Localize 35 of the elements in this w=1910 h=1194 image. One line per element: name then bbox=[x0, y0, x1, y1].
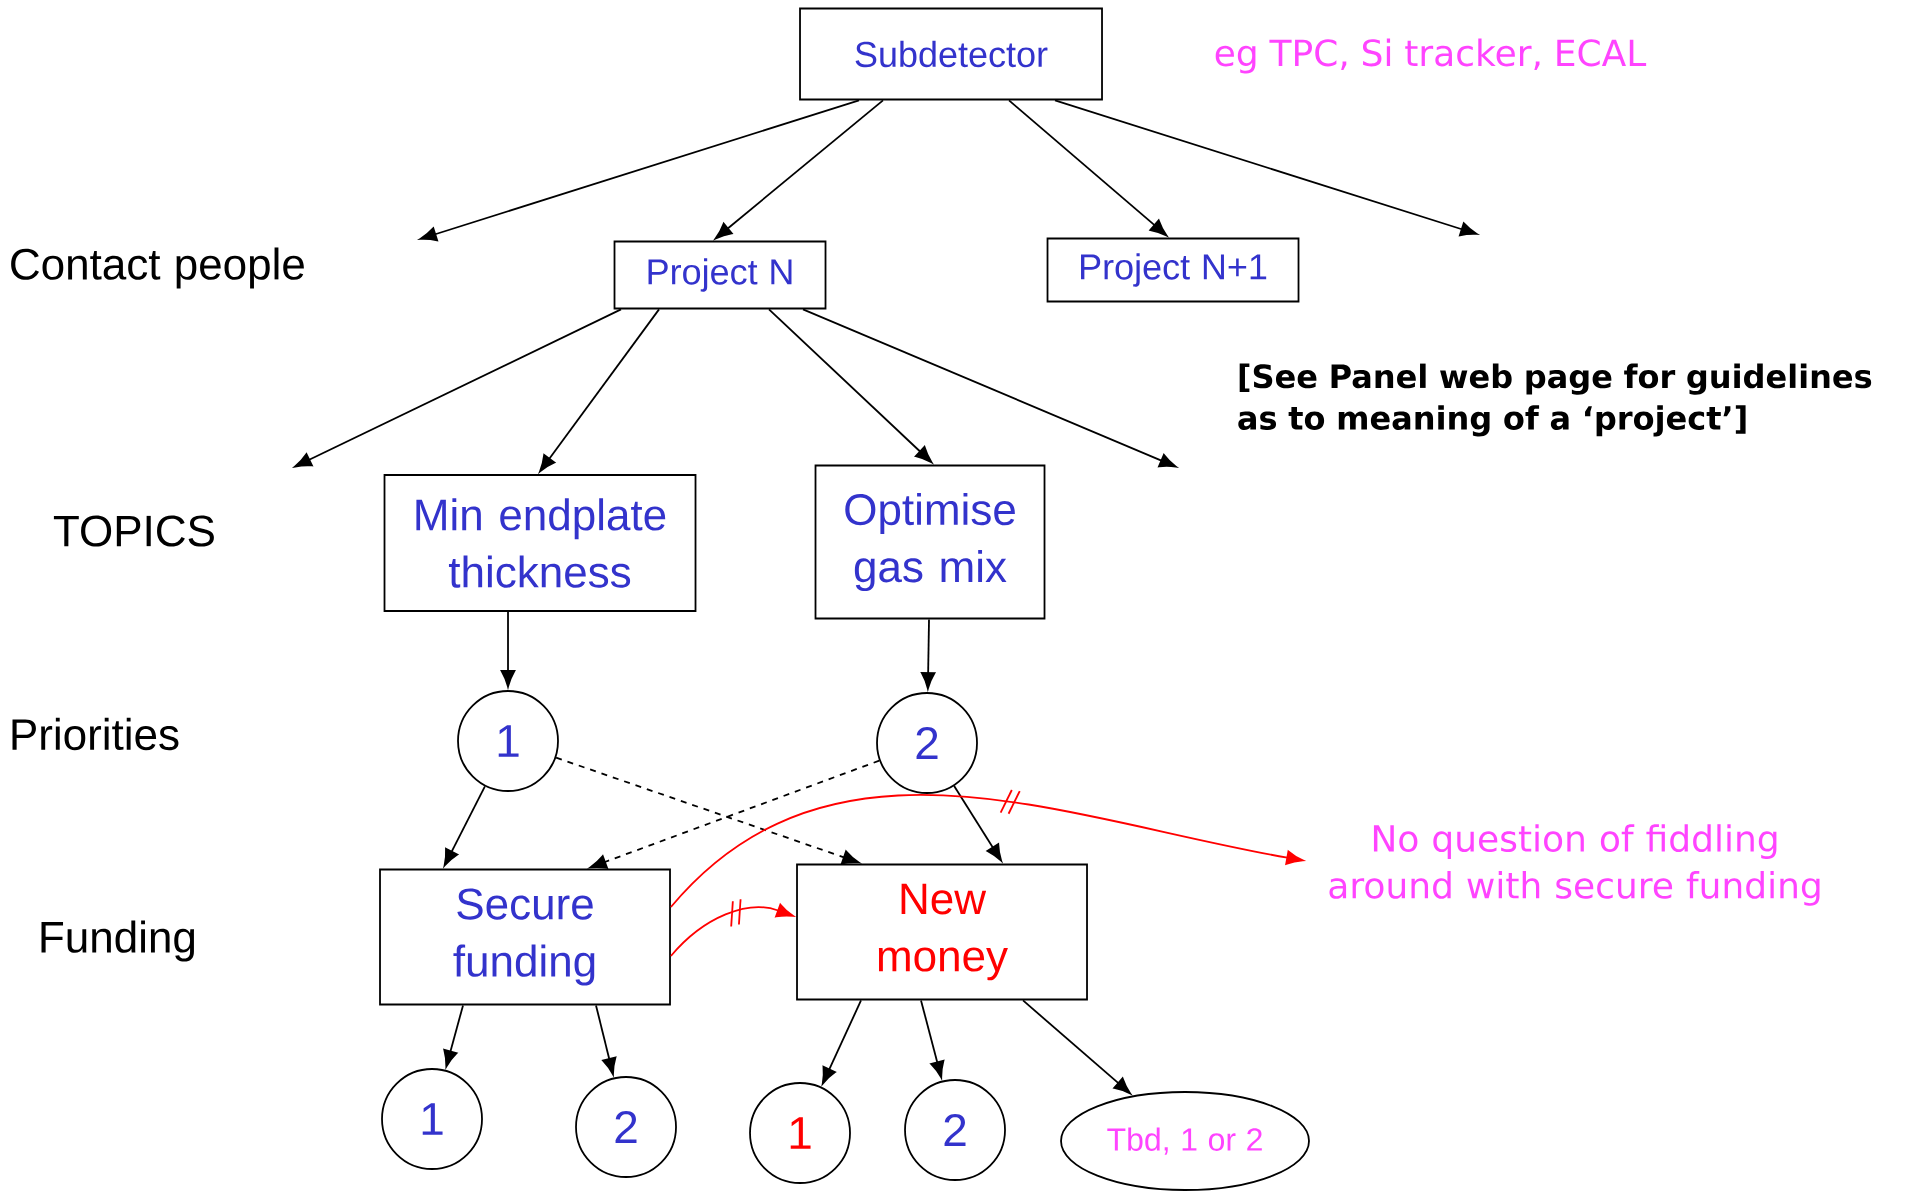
funding-box: New money bbox=[796, 863, 1088, 1001]
arrow bbox=[539, 308, 660, 473]
row-label: Priorities bbox=[12, 717, 179, 751]
arrow bbox=[443, 1004, 464, 1068]
topic-box: Optimise gas mix bbox=[814, 464, 1046, 620]
arrow bbox=[821, 999, 862, 1085]
arrow bbox=[920, 618, 936, 690]
row-label: Funding bbox=[41, 920, 195, 962]
project-box: Project N+1 bbox=[1046, 237, 1300, 303]
note-text: eg TPC, Si tracker, ECAL bbox=[1215, 38, 1647, 74]
topic-box: Min endplate thickness bbox=[383, 474, 697, 612]
project-box: Project N bbox=[613, 240, 827, 310]
arrow bbox=[443, 785, 486, 867]
curved-arrow bbox=[670, 898, 794, 957]
dashed-arrow bbox=[589, 759, 881, 869]
arrow bbox=[294, 308, 622, 468]
curved-arrow bbox=[670, 789, 1304, 908]
arrow bbox=[714, 99, 884, 240]
arrow bbox=[953, 785, 1003, 862]
arrow bbox=[419, 99, 860, 242]
arrow bbox=[920, 999, 945, 1079]
arrow bbox=[1022, 999, 1132, 1095]
arrow bbox=[1008, 99, 1168, 237]
row-label: Contact people bbox=[11, 247, 304, 289]
arrow bbox=[595, 1004, 617, 1076]
row-label: TOPICS bbox=[53, 515, 214, 547]
arrow bbox=[768, 308, 933, 464]
funding-box: Secure funding bbox=[379, 868, 671, 1006]
title-box: Subdetector bbox=[799, 7, 1103, 101]
dashed-arrow bbox=[555, 756, 860, 865]
arrow bbox=[802, 308, 1177, 468]
note-text: [See Panel web page for guidelines as to meaning of a ‘project’] bbox=[1238, 363, 1872, 437]
arrow bbox=[500, 611, 516, 688]
arrow bbox=[1054, 99, 1478, 237]
note-text: No question of fiddling around with secure funding bbox=[1329, 824, 1820, 906]
